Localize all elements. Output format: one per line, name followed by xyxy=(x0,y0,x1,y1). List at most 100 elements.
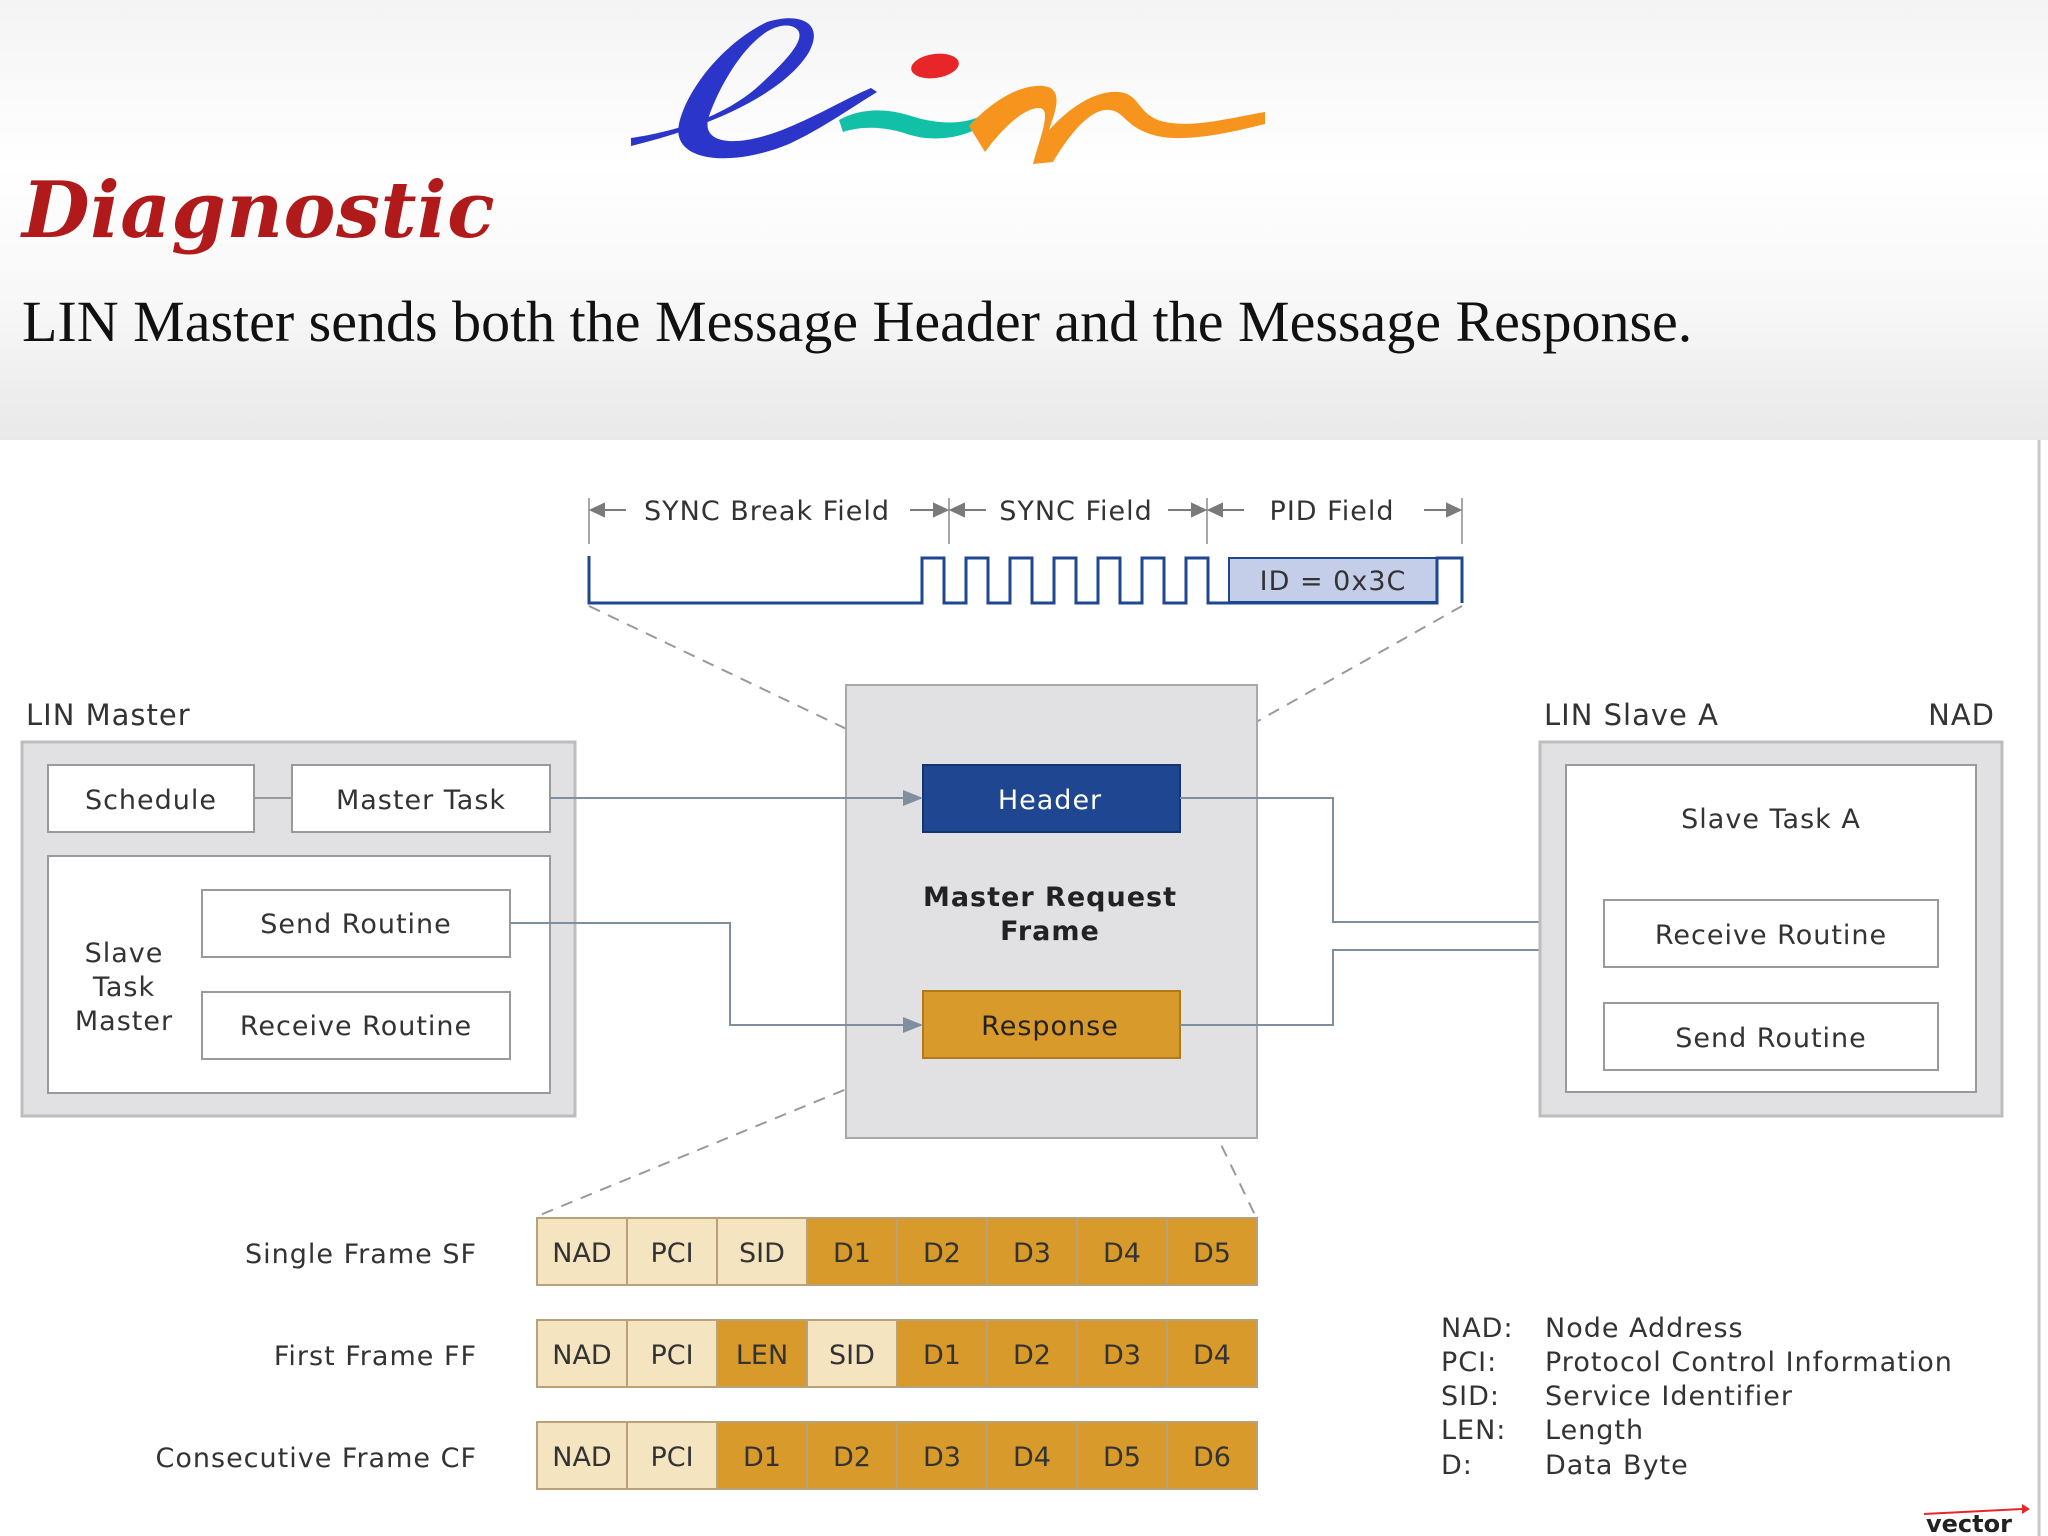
frame-field-label: D3 xyxy=(1103,1340,1141,1371)
frame-field-cell xyxy=(536,1319,628,1388)
frame-field-cell xyxy=(536,1421,628,1490)
frame-field-cell xyxy=(716,1319,808,1388)
lin-logo xyxy=(631,18,1265,164)
slide-subtitle: LIN Master sends both the Message Header… xyxy=(22,289,1693,354)
legend-abbr-nad: NAD: xyxy=(1441,1313,1514,1344)
frame-field-cell xyxy=(986,1217,1078,1286)
pid-value-box xyxy=(1228,557,1438,603)
logo-i-dot xyxy=(911,53,959,79)
frame-field-cell xyxy=(1166,1421,1258,1490)
legend-desc-sid: Service Identifier xyxy=(1545,1381,1793,1412)
response-label: Response xyxy=(981,1011,1119,1042)
frame-field-label: NAD xyxy=(552,1340,611,1371)
frame-field-label: D1 xyxy=(743,1442,781,1473)
frame-field-cell xyxy=(1166,1319,1258,1388)
frame-field-cell xyxy=(1076,1319,1168,1388)
vector-brand-text: vector xyxy=(1926,1510,2012,1536)
schedule-label: Schedule xyxy=(85,785,217,816)
legend-desc-nad: Node Address xyxy=(1545,1313,1744,1344)
frame-field-cell xyxy=(896,1217,988,1286)
abbreviation-legend: NAD: Node Address PCI: Protocol Control … xyxy=(1441,1313,1953,1481)
frame-field-label: D1 xyxy=(833,1238,871,1269)
master-task-label: Master Task xyxy=(336,785,506,816)
slave-task-master-label-1: Slave xyxy=(85,938,164,969)
frame-field-label: SID xyxy=(829,1340,875,1371)
master-request-frame-block: Header Master Request Frame Response xyxy=(845,684,1258,1139)
master-receive-routine-label: Receive Routine xyxy=(240,1011,472,1042)
frame-row-label: Consecutive Frame CF xyxy=(156,1443,477,1474)
master-send-routine-label: Send Routine xyxy=(260,909,452,940)
lin-slave-a-nad-label: NAD xyxy=(1928,698,1995,732)
master-request-frame-title-1: Master Request xyxy=(923,882,1177,913)
frame-field-label: PCI xyxy=(650,1340,693,1371)
master-request-frame-title-2: Frame xyxy=(1000,916,1100,947)
frame-field-cell xyxy=(896,1319,988,1388)
frame-field-cell xyxy=(896,1421,988,1490)
frame-field-label: D6 xyxy=(1193,1442,1231,1473)
frame-field-label: D2 xyxy=(833,1442,871,1473)
lin-master-block: LIN Master Schedule Master Task Slave Ta… xyxy=(20,698,577,1118)
slide-header-band: Diagnostic LIN Master sends both the Mes… xyxy=(0,0,2048,440)
slave-receive-routine-box xyxy=(1603,899,1939,968)
logo-i-stroke xyxy=(839,110,989,139)
lin-master-title: LIN Master xyxy=(26,698,191,732)
frame-field-label: NAD xyxy=(552,1442,611,1473)
legend-desc-pci: Protocol Control Information xyxy=(1545,1347,1953,1378)
frame-field-label: SID xyxy=(739,1238,785,1269)
slave-task-master-label-3: Master xyxy=(75,1006,173,1037)
master-send-routine-box xyxy=(201,889,511,958)
frame-field-label: D2 xyxy=(923,1238,961,1269)
sync-field-label: SYNC Field xyxy=(999,496,1153,527)
frame-timing-diagram: SYNC Break Field SYNC Field PID Field ID… xyxy=(587,496,1464,605)
frame-field-label: D5 xyxy=(1103,1442,1141,1473)
connector-lines xyxy=(510,790,1603,1033)
frame-row-label: First Frame FF xyxy=(274,1341,477,1372)
master-task-box xyxy=(291,764,551,833)
frame-field-label: D4 xyxy=(1013,1442,1051,1473)
lin-slave-a-title: LIN Slave A xyxy=(1544,698,1719,732)
frame-row-label: Single Frame SF xyxy=(245,1239,477,1270)
frame-field-cell xyxy=(1166,1217,1258,1286)
frame-field-label: D5 xyxy=(1193,1238,1231,1269)
legend-desc-len: Length xyxy=(1545,1415,1644,1446)
frame-field-label: LEN xyxy=(736,1340,788,1371)
frame-field-cell xyxy=(626,1217,718,1286)
frame-field-cell xyxy=(1076,1217,1168,1286)
pid-field-label: PID Field xyxy=(1270,496,1395,527)
logo-n-stroke xyxy=(969,85,1265,164)
slave-send-routine-label: Send Routine xyxy=(1675,1023,1867,1054)
frame-field-cell xyxy=(1076,1421,1168,1490)
frame-field-label: D3 xyxy=(1013,1238,1051,1269)
slide-title: Diagnostic xyxy=(22,165,496,256)
slave-send-routine-box xyxy=(1603,1002,1939,1071)
frame-field-label: D4 xyxy=(1193,1340,1231,1371)
master-receive-routine-box xyxy=(201,991,511,1060)
slave-task-a-label: Slave Task A xyxy=(1681,804,1861,835)
frame-field-label: PCI xyxy=(650,1442,693,1473)
lin-diagnostic-diagram: SYNC Break Field SYNC Field PID Field ID… xyxy=(20,440,2041,1536)
sync-break-field-label: SYNC Break Field xyxy=(644,496,890,527)
frame-field-cell xyxy=(806,1217,898,1286)
response-box xyxy=(922,990,1181,1059)
frame-field-cell xyxy=(986,1319,1078,1388)
lin-slave-a-block: LIN Slave A NAD Slave Task A Receive Rou… xyxy=(1538,698,2004,1118)
legend-abbr-d: D: xyxy=(1441,1450,1473,1481)
header-to-slave-receive-arrow xyxy=(1180,797,1603,930)
frame-field-cell xyxy=(716,1217,808,1286)
legend-desc-d: Data Byte xyxy=(1545,1450,1689,1481)
vector-brand-logo: vector xyxy=(1923,1504,2030,1536)
frame-field-label: NAD xyxy=(552,1238,611,1269)
send-routine-to-response-arrow xyxy=(510,922,923,1033)
frame-field-label: PCI xyxy=(650,1238,693,1269)
frame-field-label: D4 xyxy=(1103,1238,1141,1269)
frame-field-label: D2 xyxy=(1013,1340,1051,1371)
frame-field-label: D3 xyxy=(923,1442,961,1473)
slave-receive-routine-label: Receive Routine xyxy=(1655,920,1887,951)
slave-task-master-label-2: Task xyxy=(92,972,155,1003)
frame-field-label: D1 xyxy=(923,1340,961,1371)
legend-abbr-len: LEN: xyxy=(1441,1415,1506,1446)
legend-abbr-sid: SID: xyxy=(1441,1381,1500,1412)
timing-dimension-arrows xyxy=(588,502,1463,518)
lin-signal-waveform xyxy=(587,556,1464,605)
